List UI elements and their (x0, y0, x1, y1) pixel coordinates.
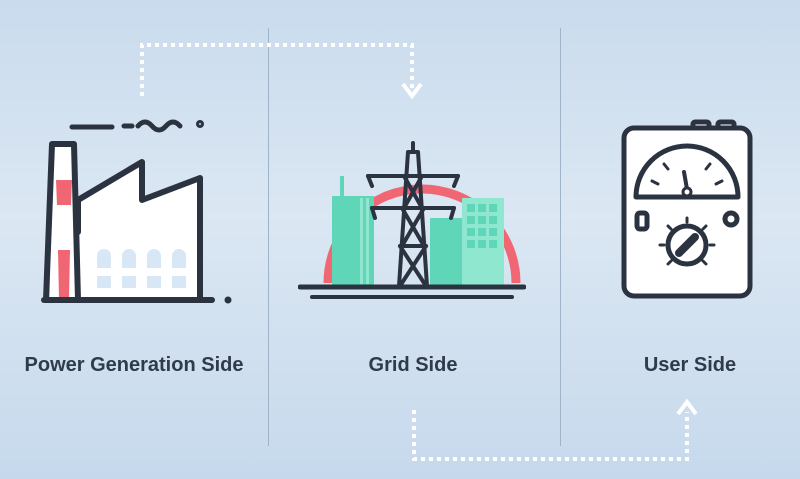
column-label-grid: Grid Side (368, 354, 458, 376)
transmission-tower-icon (298, 141, 526, 299)
flow-arrow-generation-to-grid (140, 43, 414, 96)
arrowhead-down-icon (401, 82, 423, 100)
column-divider (560, 28, 561, 446)
column-label-user: User Side (643, 354, 737, 376)
factory-icon (41, 119, 232, 304)
arrowhead-up-icon (676, 398, 698, 416)
flow-arrow-grid-to-user (412, 410, 689, 461)
column-divider (268, 28, 269, 446)
electric-meter-icon (621, 119, 753, 299)
column-label-power-generation: Power Generation Side (24, 354, 244, 376)
